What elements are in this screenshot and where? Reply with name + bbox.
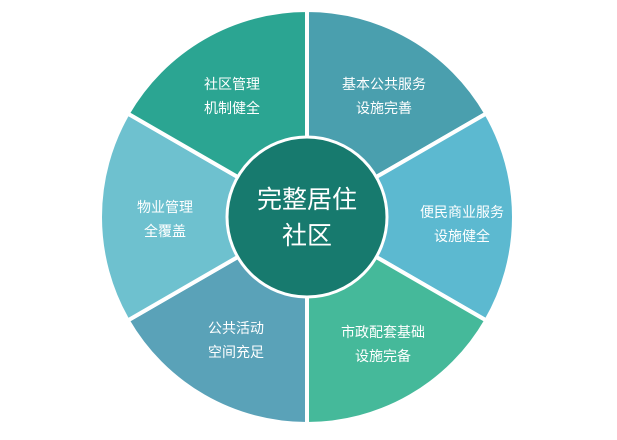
segment-label-commercial-services: 便民商业服务 设施健全: [420, 205, 504, 245]
segment-label-community-management: 社区管理 机制健全: [204, 77, 260, 117]
segment-label-property-management: 物业管理 全覆盖: [137, 200, 193, 240]
center-hub: 完整居住 社区: [225, 135, 389, 299]
segment-3-line1: 公共活动: [208, 321, 264, 337]
segments-layer: [98, 8, 516, 426]
segment-3-line2: 空间充足: [208, 345, 264, 361]
center-title-line1: 完整居住: [257, 185, 357, 214]
segment-4-line2: 全覆盖: [144, 223, 186, 240]
segment-4-line1: 物业管理: [137, 200, 193, 216]
center-title-line2: 社区: [282, 221, 332, 250]
segment-0-line1: 基本公共服务: [342, 76, 426, 93]
segment-0-line2: 设施完善: [356, 101, 412, 117]
segment-label-municipal-infrastructure: 市政配套基础 设施完备: [341, 324, 425, 365]
segment-5-line1: 社区管理: [204, 77, 260, 93]
segment-2-line2: 设施完备: [355, 348, 411, 365]
segment-1-line1: 便民商业服务: [420, 205, 504, 221]
center-circle: [225, 135, 389, 299]
segment-label-public-space: 公共活动 空间充足: [208, 321, 264, 361]
segment-label-public-services: 基本公共服务 设施完善: [342, 76, 426, 117]
segment-2-line1: 市政配套基础: [341, 324, 425, 341]
segment-5-line2: 机制健全: [204, 100, 260, 117]
segment-1-line2: 设施健全: [434, 228, 490, 245]
